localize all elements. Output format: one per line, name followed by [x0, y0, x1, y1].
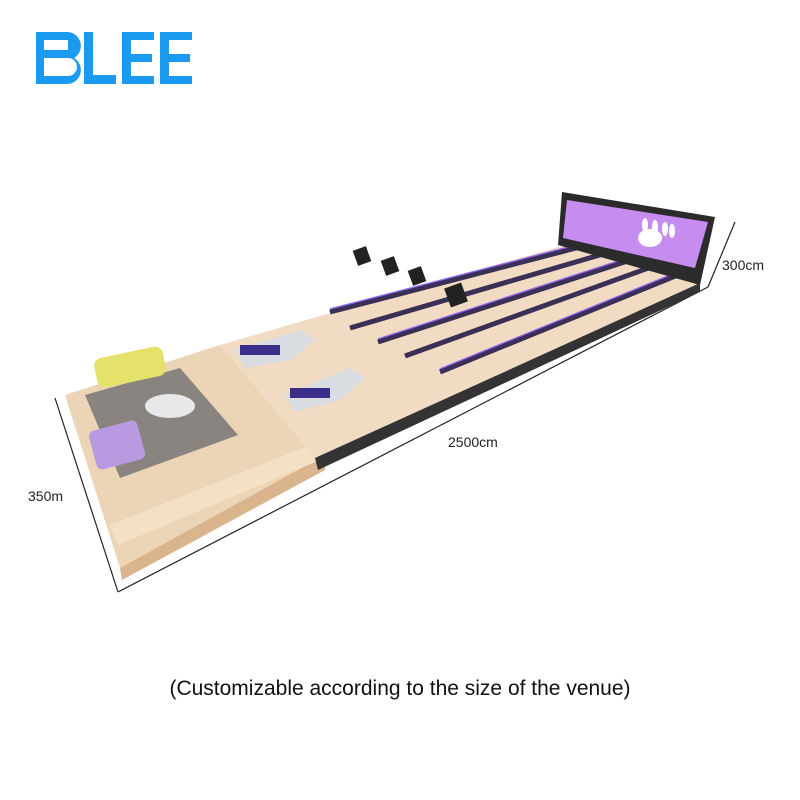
- lanes: [329, 244, 691, 375]
- score-monitors: [352, 246, 468, 308]
- height-dimension-line: [707, 221, 736, 288]
- width-dimension-line: [54, 397, 119, 593]
- lane-gutter: [439, 267, 691, 375]
- bowling-pins-graphic: [638, 218, 675, 247]
- floor-edge: [120, 455, 325, 580]
- height-label: 300cm: [722, 257, 765, 273]
- lane-platform: [220, 245, 700, 458]
- lane-gutter: [329, 244, 581, 315]
- lane-gutter: [377, 254, 641, 345]
- platform-edge: [315, 283, 700, 470]
- cushion: [89, 420, 145, 470]
- sofa: [94, 346, 166, 388]
- caption: (Customizable according to the size of t…: [169, 677, 631, 700]
- length-dimension-line: [117, 286, 709, 593]
- lane-gutter: [349, 249, 611, 331]
- step: [110, 445, 320, 545]
- blee-logo: [36, 32, 196, 89]
- dimension-lines: [54, 221, 736, 593]
- coffee-table: [145, 394, 195, 418]
- lane-gutter: [404, 259, 666, 359]
- length-label: 2500cm: [448, 434, 498, 450]
- ball-return-machines: [235, 330, 365, 412]
- led-screen: [563, 200, 708, 268]
- width-label: 350m: [28, 488, 64, 504]
